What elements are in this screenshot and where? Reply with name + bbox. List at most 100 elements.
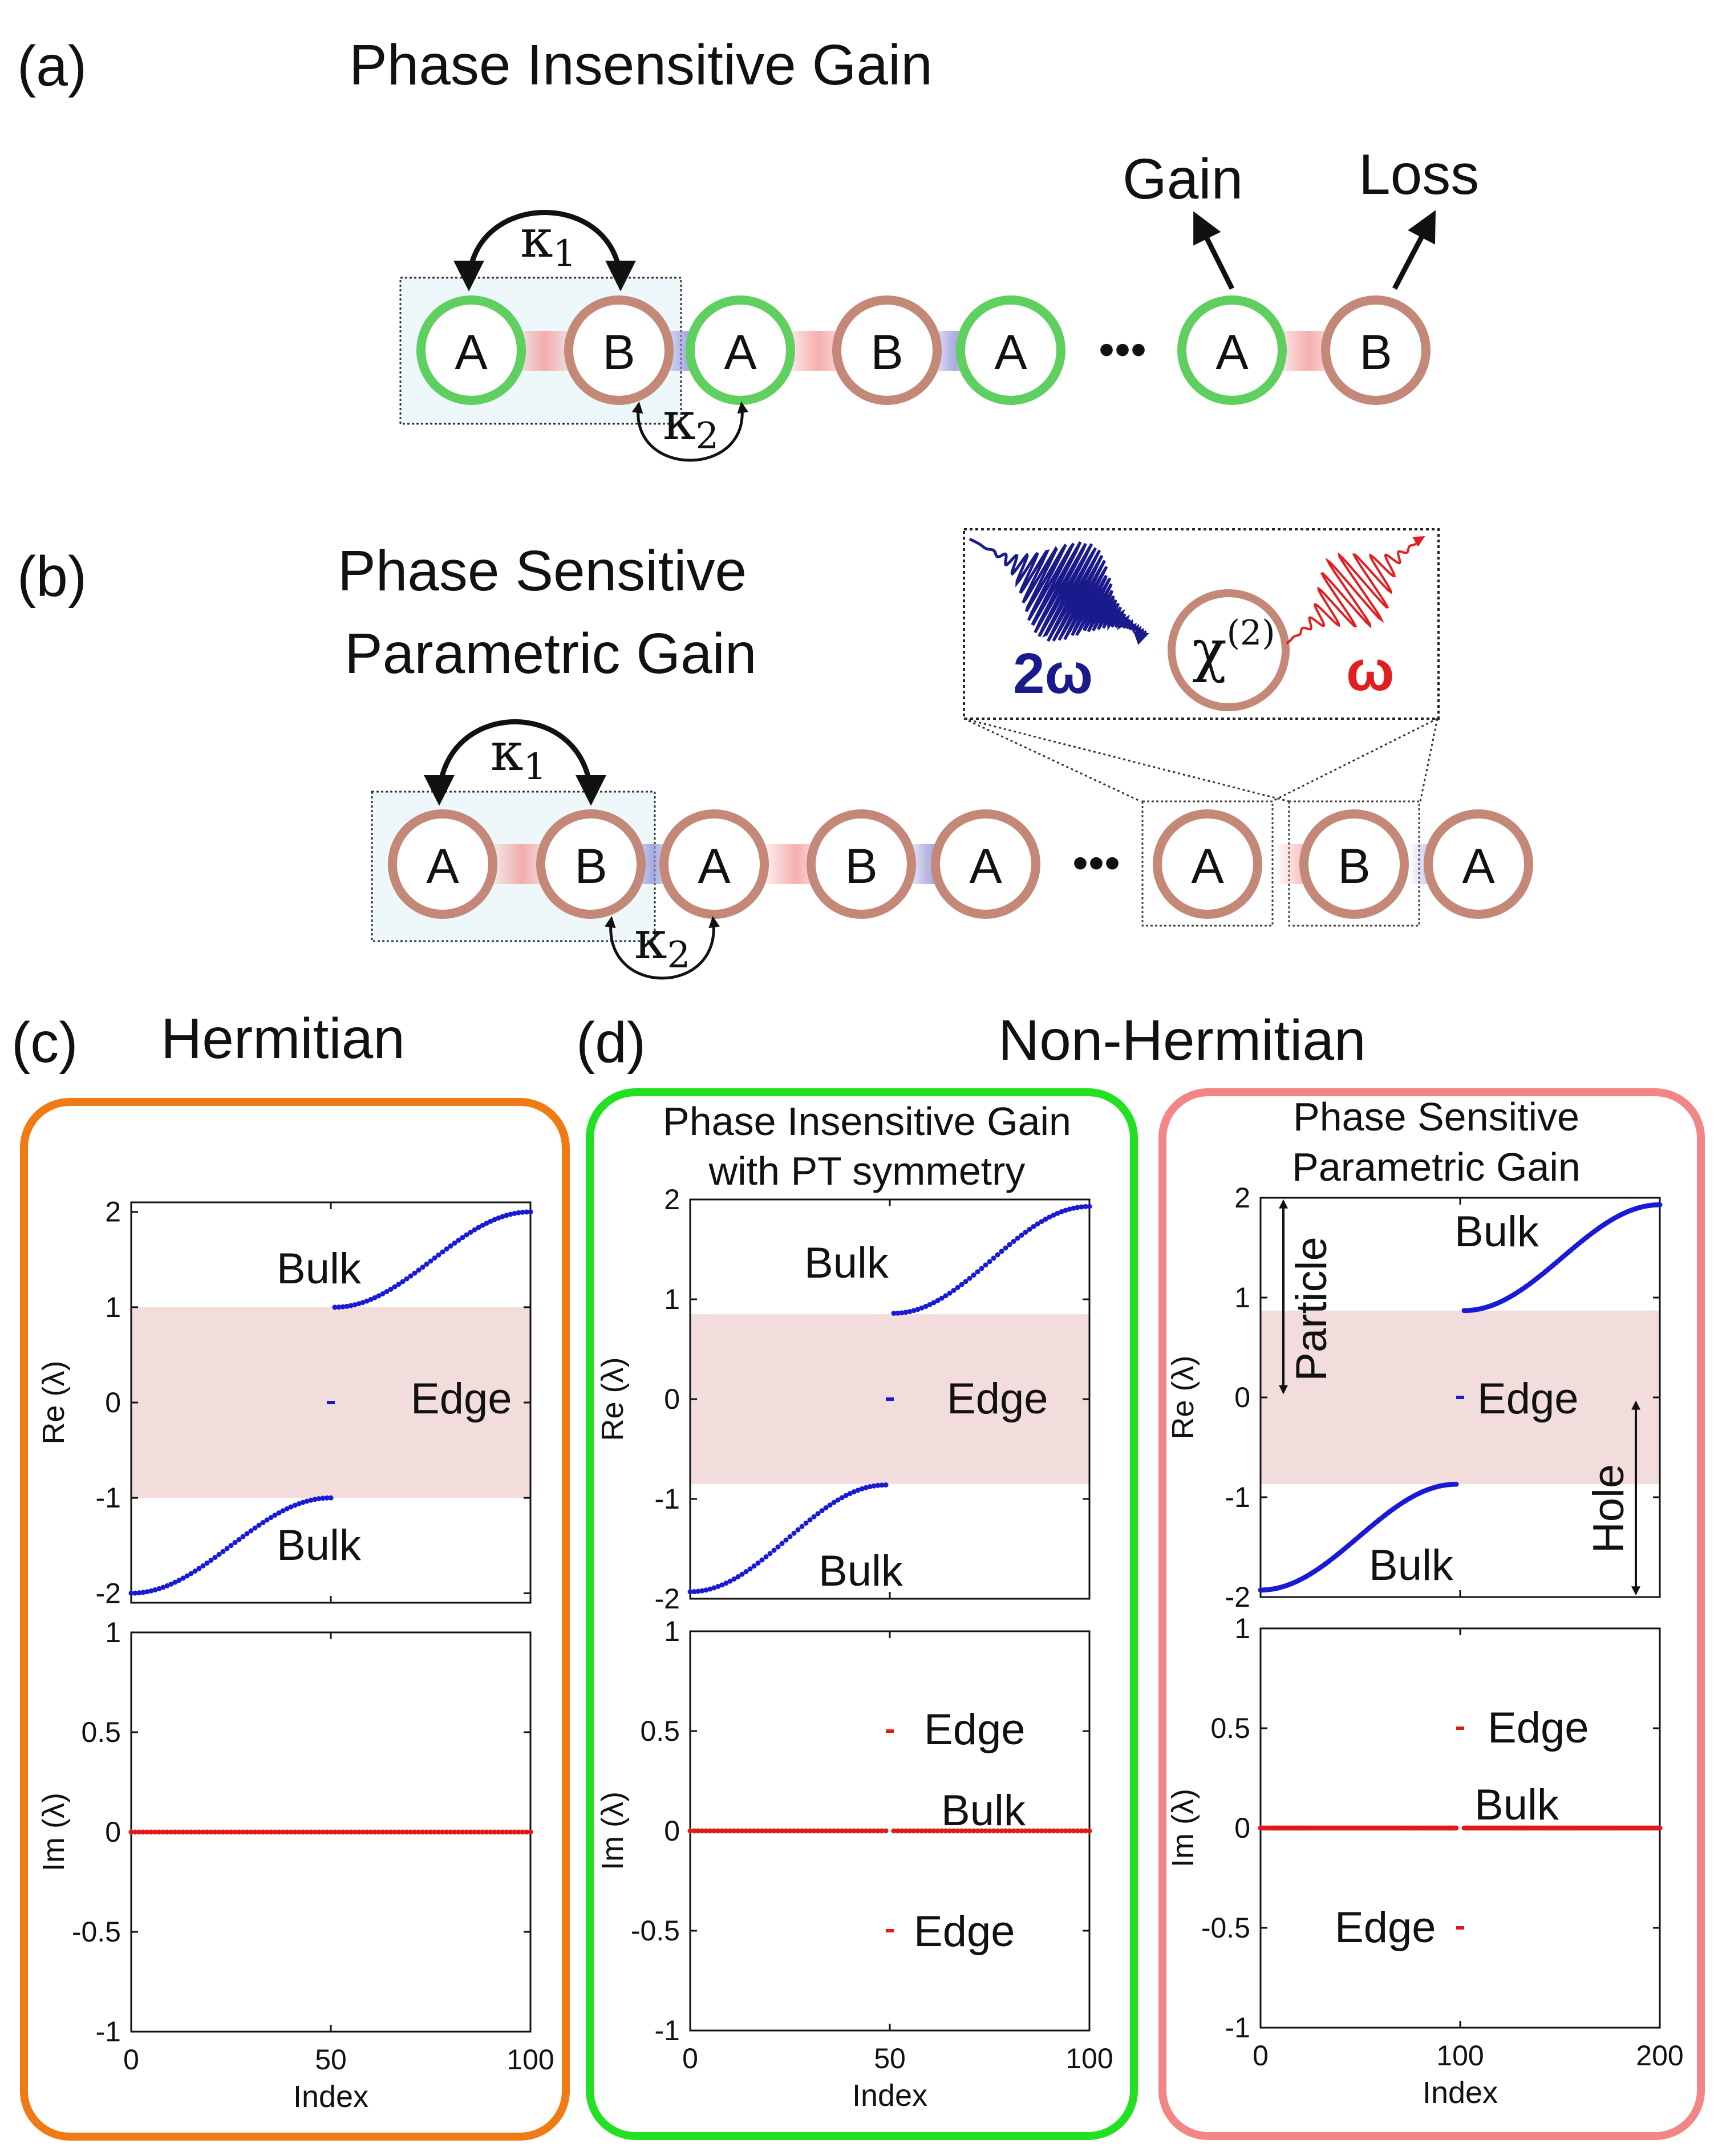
data-point xyxy=(436,1829,441,1835)
data-point xyxy=(1015,1828,1020,1834)
signal-label: ω xyxy=(1346,639,1394,703)
annotation-bulk: Bulk xyxy=(941,1786,1026,1835)
data-point xyxy=(1031,1828,1036,1834)
data-point xyxy=(368,1296,374,1302)
data-point xyxy=(168,1829,174,1835)
resonator-a1: A xyxy=(416,295,526,405)
data-point xyxy=(911,1828,917,1834)
data-point xyxy=(711,1828,717,1834)
panel-b-letter: (b) xyxy=(17,545,87,609)
data-point xyxy=(264,1829,270,1835)
data-point xyxy=(144,1829,150,1835)
data-point xyxy=(987,1828,992,1834)
data-point xyxy=(791,1828,797,1834)
data-point xyxy=(456,1829,461,1835)
x-tick-label: 100 xyxy=(1065,2042,1113,2074)
data-point xyxy=(719,1828,725,1834)
data-point xyxy=(687,1589,693,1595)
data-point xyxy=(835,1497,841,1503)
data-point xyxy=(176,1578,182,1583)
data-point xyxy=(292,1829,298,1835)
data-point xyxy=(1059,1209,1064,1215)
y-tick-label: 0 xyxy=(664,1815,680,1847)
data-point xyxy=(1011,1828,1016,1834)
data-point xyxy=(388,1829,394,1835)
data-point xyxy=(136,1590,142,1596)
data-point xyxy=(951,1287,957,1293)
pt-subtitle-line1: Phase Insensitive Gain xyxy=(663,1099,1071,1144)
data-point xyxy=(979,1266,984,1271)
data-point xyxy=(528,1209,533,1215)
data-point xyxy=(867,1484,873,1490)
data-point xyxy=(440,1249,445,1255)
data-point xyxy=(488,1218,493,1224)
resonator-b-row-8: A xyxy=(1424,809,1533,919)
data-point xyxy=(152,1829,158,1835)
y-tick-label: 1 xyxy=(664,1615,680,1647)
data-point xyxy=(444,1829,449,1835)
data-point xyxy=(144,1589,150,1595)
data-point xyxy=(348,1829,354,1835)
data-point xyxy=(464,1829,469,1835)
data-point xyxy=(240,1534,246,1539)
data-point xyxy=(376,1293,382,1299)
data-point xyxy=(328,1495,334,1501)
data-point xyxy=(859,1828,865,1834)
data-point xyxy=(943,1293,949,1299)
data-point xyxy=(364,1829,370,1835)
data-point xyxy=(496,1829,501,1835)
data-point xyxy=(1075,1205,1080,1210)
annotation-bulk: Bulk xyxy=(1454,1207,1539,1256)
data-point xyxy=(200,1563,206,1569)
edge-point xyxy=(886,1729,894,1733)
data-point xyxy=(955,1828,961,1834)
pt-subtitle-line2: with PT symmetry xyxy=(708,1149,1026,1193)
data-point xyxy=(240,1829,246,1835)
signal-wave xyxy=(1285,536,1425,645)
data-point xyxy=(855,1828,861,1834)
site-label: B xyxy=(602,325,635,380)
data-point xyxy=(164,1583,170,1588)
data-point xyxy=(1027,1828,1032,1834)
data-point xyxy=(516,1210,521,1215)
y-tick-label: 0.5 xyxy=(640,1715,680,1747)
data-point xyxy=(807,1828,813,1834)
data-point xyxy=(795,1828,801,1834)
y-axis-label: Im (λ) xyxy=(595,1792,630,1870)
data-point xyxy=(384,1829,390,1835)
data-point xyxy=(907,1828,913,1834)
annotation-bulk: Bulk xyxy=(1474,1781,1559,1829)
data-point xyxy=(156,1829,162,1835)
data-point xyxy=(847,1828,853,1834)
inset-projection-left xyxy=(963,718,1141,803)
data-point xyxy=(1067,1828,1072,1834)
data-point xyxy=(276,1510,282,1516)
data-point xyxy=(719,1582,725,1588)
data-point xyxy=(747,1828,753,1834)
data-point xyxy=(939,1828,945,1834)
data-point xyxy=(791,1530,797,1536)
data-point xyxy=(783,1537,789,1543)
data-point xyxy=(332,1829,338,1835)
data-point xyxy=(392,1829,398,1835)
y-tick-label: -2 xyxy=(655,1583,680,1615)
data-point xyxy=(244,1531,250,1537)
data-point xyxy=(879,1828,885,1834)
kappa1-arc-b xyxy=(424,719,606,806)
resonator-b-last: B xyxy=(1321,295,1431,405)
data-point xyxy=(128,1590,134,1596)
data-point xyxy=(212,1554,218,1560)
data-point xyxy=(707,1828,713,1834)
data-point xyxy=(488,1829,493,1835)
data-point xyxy=(891,1311,897,1316)
data-point xyxy=(835,1828,841,1834)
data-point xyxy=(448,1829,453,1835)
data-point xyxy=(352,1829,358,1835)
edge-point xyxy=(1456,1396,1464,1399)
data-point xyxy=(1003,1245,1008,1251)
data-point xyxy=(172,1829,178,1835)
site-label: B xyxy=(870,325,903,380)
data-point xyxy=(312,1829,318,1835)
